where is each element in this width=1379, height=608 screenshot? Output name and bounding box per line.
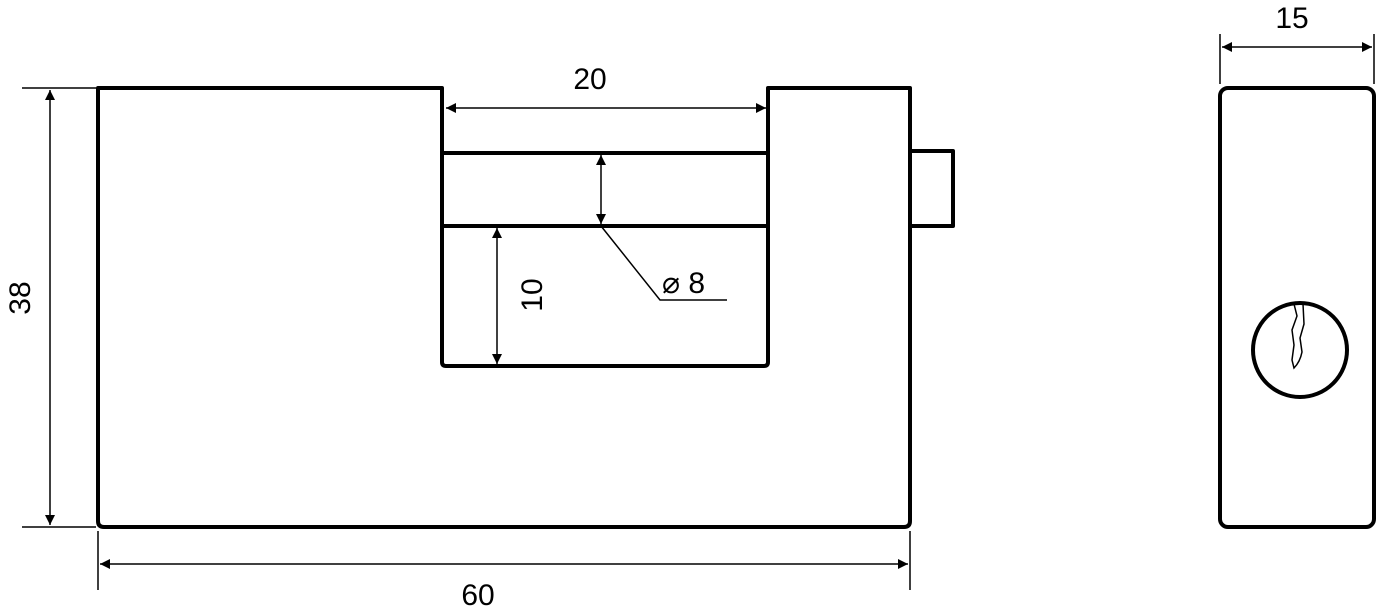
keyhole-icon	[1291, 303, 1305, 370]
dim-width: 60	[461, 579, 494, 608]
padlock-body-outline	[96, 86, 912, 529]
bolt-tab	[910, 149, 955, 228]
dim-shackle-diameter: ⌀ 8	[662, 267, 705, 300]
dim-opening-width: 20	[573, 63, 606, 96]
keyhole-cylinder	[1251, 301, 1349, 399]
dim-opening-depth: 10	[516, 278, 549, 311]
leader-line	[600, 225, 727, 301]
side-view-outline	[1218, 86, 1376, 529]
dim-height: 38	[4, 281, 37, 314]
dim-thickness: 15	[1275, 2, 1308, 35]
